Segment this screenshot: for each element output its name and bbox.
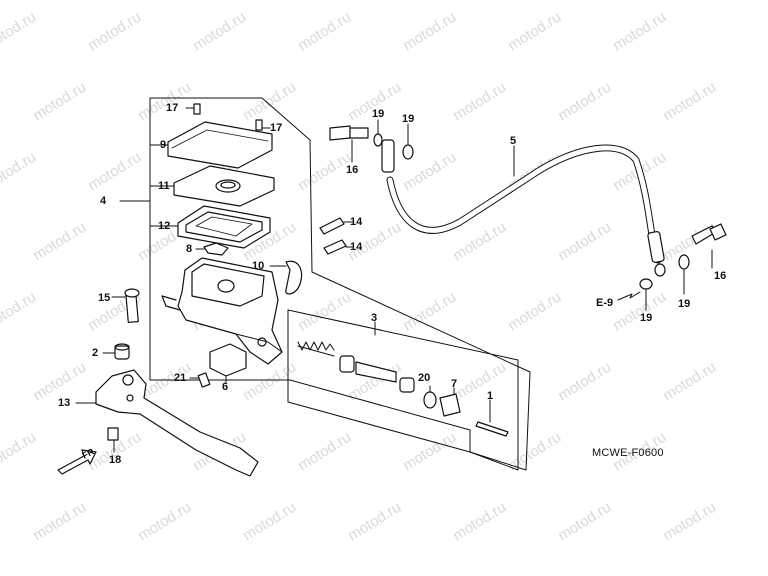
washer-top-b [402, 144, 414, 160]
washer-top-a [373, 133, 383, 147]
piston-kit-frame [287, 309, 519, 471]
float-clip [195, 242, 229, 256]
label-9: 9 [160, 139, 167, 151]
clutch-switch [209, 343, 247, 383]
oil-bolt-top [329, 125, 369, 163]
diaphragm [149, 205, 271, 249]
label-19d: 19 [640, 312, 653, 324]
boot-washer [423, 385, 437, 409]
label-19b: 19 [402, 113, 415, 125]
label-17b: 17 [270, 122, 283, 134]
piston-end [399, 377, 415, 393]
clamp-holder [269, 260, 303, 295]
cap-screw-b [255, 119, 271, 131]
label-12: 12 [158, 220, 171, 232]
push-rod [475, 399, 509, 437]
label-13: 13 [58, 397, 71, 409]
label-17a: 17 [166, 102, 179, 114]
hose-fitting-bottom [647, 231, 665, 263]
diagram-code: MCWE-F0600 [592, 447, 664, 459]
label-20: 20 [418, 372, 431, 384]
master-cylinder-body [161, 257, 283, 365]
clutch-lever [75, 369, 259, 477]
washer-bottom-c [639, 278, 653, 290]
label-3: 3 [371, 312, 378, 324]
holder-bolt-b [323, 239, 353, 255]
label-2: 2 [92, 347, 99, 359]
label-7: 7 [451, 378, 458, 390]
piston [355, 361, 397, 383]
label-18: 18 [109, 454, 122, 466]
diaphragm-plate [149, 165, 275, 207]
label-1: 1 [487, 390, 494, 402]
label-14b: 14 [350, 241, 363, 253]
clutch-hose [386, 144, 662, 264]
label-10: 10 [252, 260, 265, 272]
washer-bottom-a [654, 263, 666, 277]
label-19c: 19 [678, 298, 691, 310]
washer-bottom-b [678, 254, 690, 270]
cap-screw-a [185, 103, 201, 115]
label-6: 6 [222, 381, 229, 393]
oil-bolt-bottom [691, 223, 727, 269]
label-15: 15 [98, 292, 111, 304]
pivot-nut [102, 343, 130, 360]
label-16b: 16 [714, 270, 727, 282]
pivot-bolt [111, 288, 140, 323]
label-4: 4 [100, 195, 107, 207]
reservoir-cap [149, 121, 273, 169]
assembly-frame [149, 97, 531, 471]
label-21: 21 [174, 372, 187, 384]
holder-bolt-a [319, 217, 353, 235]
label-11: 11 [158, 180, 170, 192]
lever-screw [107, 427, 119, 453]
label-5: 5 [510, 135, 517, 147]
hose-fitting-top [381, 139, 395, 173]
label-8: 8 [186, 243, 193, 255]
ref-tag: E-9 [596, 297, 614, 309]
front-direction-arrow [57, 449, 97, 475]
label-16a: 16 [346, 164, 359, 176]
spring [297, 341, 335, 357]
label-14a: 14 [350, 216, 363, 228]
label-19a: 19 [372, 108, 385, 120]
piston-cup [339, 355, 355, 373]
switch-screw [189, 372, 211, 388]
ref-arrow [617, 291, 641, 301]
boot [439, 387, 461, 417]
